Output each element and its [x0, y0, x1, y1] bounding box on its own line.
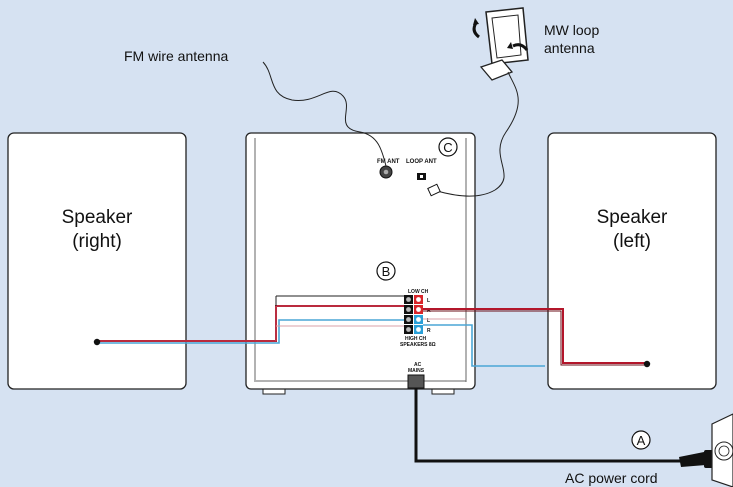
- svg-text:B: B: [382, 264, 391, 279]
- speaker-left-sublabel: (left): [613, 231, 651, 252]
- wire-right-speaker: [97, 295, 404, 344]
- terminal-r2-label: R: [427, 328, 431, 334]
- high-ch-panel-label: HIGH CH: [405, 336, 427, 342]
- speaker-terminals: LOW CH L R L R HIGH CH SPEAKERS 8Ω: [400, 289, 436, 348]
- mw-antenna-label: MW loop: [544, 22, 599, 38]
- callout-c: C: [438, 137, 458, 157]
- speaker-left-box: [547, 132, 717, 390]
- mw-antenna-sublabel: antenna: [544, 40, 595, 56]
- svg-text:A: A: [637, 433, 646, 448]
- callout-b: B: [376, 261, 396, 281]
- terminal-l2-label: L: [427, 318, 430, 324]
- loop-ant-panel-label: LOOP ANT: [406, 159, 437, 165]
- wire-left-speaker: [423, 308, 647, 367]
- ac-plug: [679, 413, 733, 487]
- mains-panel-label: MAINS: [408, 368, 425, 374]
- mw-plug: [427, 183, 441, 197]
- main-unit: [245, 132, 476, 395]
- ac-mains-socket: [407, 374, 425, 389]
- fm-wire: [262, 61, 387, 167]
- ac-cord: [414, 388, 688, 463]
- svg-text:C: C: [443, 140, 452, 155]
- speaker-left-label: Speaker: [597, 207, 668, 228]
- ac-power-cord-label: AC power cord: [565, 470, 658, 486]
- speaker-left-terminal: [643, 360, 651, 368]
- callout-a: A: [631, 430, 651, 450]
- mw-wire: [436, 71, 519, 197]
- speaker-right-terminal: [93, 338, 101, 346]
- ac-panel-label: AC: [414, 362, 422, 368]
- mw-loop-antenna: [472, 7, 529, 81]
- terminal-l-label: L: [427, 298, 430, 304]
- fm-ant-panel-label: FM ANT: [377, 159, 400, 165]
- speaker-right-label: Speaker: [62, 207, 133, 228]
- speaker-right-sublabel: (right): [72, 231, 122, 252]
- speakers-panel-label: SPEAKERS 8Ω: [400, 342, 436, 348]
- speaker-right-box: [7, 132, 187, 390]
- fm-antenna-label: FM wire antenna: [124, 48, 228, 64]
- low-ch-panel-label: LOW CH: [408, 289, 429, 295]
